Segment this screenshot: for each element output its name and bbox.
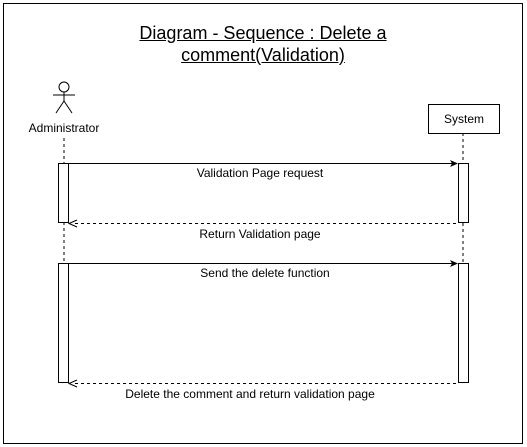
message-label-1: Validation Page request — [196, 166, 324, 180]
message-arrow-1 — [69, 160, 458, 167]
system-activation-bar-1 — [458, 163, 469, 223]
system-activation-bar-2 — [458, 263, 469, 383]
message-label-2: Return Validation page — [199, 227, 321, 241]
diagram-title-line-1: Diagram - Sequence : Delete a — [139, 23, 387, 43]
actor-label: Administrator — [28, 121, 100, 135]
diagram-title: Diagram - Sequence : Delete a comment(Va… — [3, 22, 523, 66]
system-label: System — [443, 112, 484, 126]
message-arrow-4 — [67, 379, 458, 388]
actor-stick-figure-icon — [53, 81, 75, 114]
actor-activation-bar-1 — [58, 163, 69, 223]
diagram-title-line-2: comment(Validation) — [181, 45, 345, 65]
message-label-4: Delete the comment and return validation… — [125, 387, 375, 401]
system-participant-box: System — [428, 104, 500, 134]
actor-activation-bar-2 — [58, 263, 69, 383]
message-arrow-2 — [67, 219, 458, 228]
message-label-3: Send the delete function — [200, 266, 330, 280]
message-arrow-3 — [69, 260, 458, 267]
